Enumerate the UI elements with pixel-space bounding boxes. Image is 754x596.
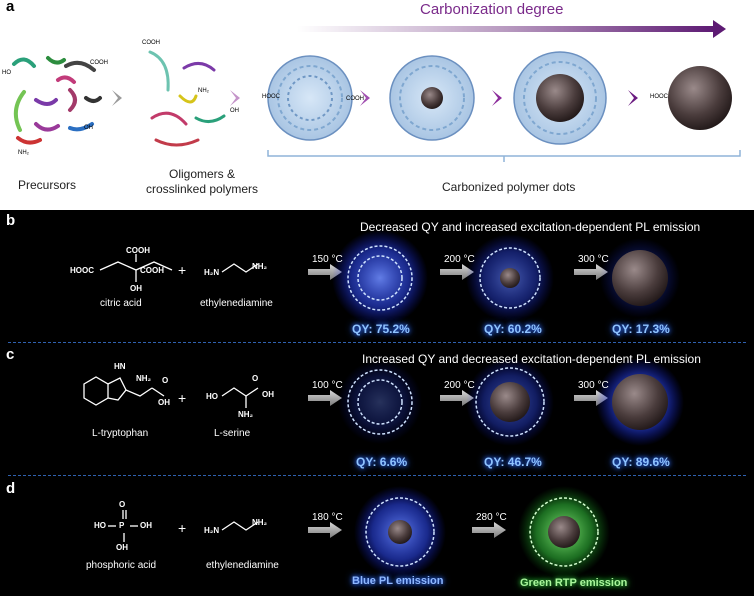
citric-acid-cooh-right: COOH xyxy=(140,266,164,275)
phosphoric-acid-name: phosphoric acid xyxy=(86,560,157,571)
phosphoric-ho: HO xyxy=(94,521,106,530)
phosphoric-oh-right: OH xyxy=(140,521,152,530)
precursor-label-ho: HO xyxy=(2,70,11,76)
tryptophan-oh: OH xyxy=(158,398,170,407)
citric-acid-structure xyxy=(99,254,173,282)
citric-acid-cooh-top: COOH xyxy=(126,246,150,255)
oligomers-label-line2: crosslinked polymers xyxy=(145,182,259,196)
temp-d-1: 180 °C xyxy=(312,512,343,523)
citric-acid-hooc: HOOC xyxy=(70,266,94,275)
citric-acid-name: citric acid xyxy=(100,298,142,309)
chevron-arrow-2 xyxy=(230,90,240,106)
eda-d-h2n: H₂N xyxy=(204,526,220,535)
precursor-label-nh2: NH₂ xyxy=(18,150,29,156)
polymer-cluster-3 xyxy=(513,51,607,145)
panel-letter-b: b xyxy=(6,212,16,229)
temp-b-2: 200 °C xyxy=(444,254,475,265)
dot-d-blue xyxy=(354,486,446,578)
oligomer-label-cooh: COOH xyxy=(142,40,160,46)
phosphoric-acid-structure xyxy=(108,510,138,542)
eda-b-nh2: NH₂ xyxy=(252,262,268,271)
serine-o: O xyxy=(252,374,259,383)
dot-c-3 xyxy=(596,358,684,446)
plus-sign-b: + xyxy=(178,262,187,278)
dot-b-2 xyxy=(466,234,554,322)
temp-b-1: 150 °C xyxy=(312,254,343,265)
ethylenediamine-structure-d xyxy=(221,521,259,531)
plus-sign-d: + xyxy=(178,520,187,536)
phosphoric-p: P xyxy=(119,521,125,530)
panel-c-title: Increased QY and decreased excitation-de… xyxy=(362,352,701,366)
precursor-label-oh: OH xyxy=(84,125,93,131)
panel-b-title: Decreased QY and increased excitation-de… xyxy=(360,220,701,234)
chevron-arrow-1 xyxy=(112,90,122,106)
oligomer-chains xyxy=(148,50,226,147)
tryptophan-name: L-tryptophan xyxy=(92,428,149,439)
panel-letter-d: d xyxy=(6,480,16,497)
carbonization-degree-label: Carbonization degree xyxy=(420,1,564,18)
qy-b-2: QY: 60.2% xyxy=(484,322,542,336)
tryptophan-hn: HN xyxy=(114,362,126,371)
polymer-cluster-2 xyxy=(389,55,475,141)
carbonized-dots-label: Carbonized polymer dots xyxy=(442,180,576,194)
plus-sign-c: + xyxy=(178,390,187,406)
chevron-arrow-5 xyxy=(628,90,638,106)
qy-b-3: QY: 17.3% xyxy=(612,322,670,336)
panel-letter-c: c xyxy=(6,346,15,363)
oligomer-label-nh2: NH₂ xyxy=(198,88,209,94)
cluster-label-cooh: COOH xyxy=(346,96,364,102)
temp-c-2: 200 °C xyxy=(444,380,475,391)
serine-ho: HO xyxy=(206,392,218,401)
carbon-dot-core xyxy=(668,66,732,130)
dot-d-green xyxy=(518,486,610,578)
green-rtp-label: Green RTP emission xyxy=(520,577,628,589)
dot-c-2 xyxy=(466,358,554,446)
precursor-label-cooh: COOH xyxy=(90,60,108,66)
blue-pl-label: Blue PL emission xyxy=(352,575,444,587)
tryptophan-structure xyxy=(83,376,165,406)
oligomer-label-oh: OH xyxy=(230,108,239,114)
dot-b-1 xyxy=(332,230,428,326)
citric-acid-oh: OH xyxy=(130,284,142,293)
phosphoric-oh-bottom: OH xyxy=(116,543,128,552)
heat-arrows-d xyxy=(308,522,506,538)
chevron-arrow-3 xyxy=(360,90,370,106)
carbonization-arrow xyxy=(297,20,726,38)
eda-b-h2n: H₂N xyxy=(204,268,220,277)
temp-c-1: 100 °C xyxy=(312,380,343,391)
serine-nh2: NH₂ xyxy=(238,410,254,419)
ethylenediamine-name-b: ethylenediamine xyxy=(200,298,273,309)
panel-letter-a: a xyxy=(6,0,15,15)
serine-structure xyxy=(221,387,259,408)
carbonized-bracket xyxy=(267,150,741,162)
qy-c-3: QY: 89.6% xyxy=(612,455,670,469)
phosphoric-o: O xyxy=(119,500,126,509)
qy-b-1: QY: 75.2% xyxy=(352,322,410,336)
precursors-label: Precursors xyxy=(18,178,77,192)
temp-c-3: 300 °C xyxy=(578,380,609,391)
polymer-cluster-1 xyxy=(267,55,353,141)
serine-oh: OH xyxy=(262,390,274,399)
eda-d-nh2: NH₂ xyxy=(252,518,268,527)
qy-c-1: QY: 6.6% xyxy=(356,455,408,469)
tryptophan-nh2: NH₂ xyxy=(136,374,152,383)
oligomers-label-line1: Oligomers & xyxy=(168,167,236,181)
ethylenediamine-structure-b xyxy=(221,263,259,273)
chevron-arrow-4 xyxy=(492,90,502,106)
temp-b-3: 300 °C xyxy=(578,254,609,265)
dot-b-3 xyxy=(600,238,680,318)
tryptophan-o: O xyxy=(162,376,169,385)
temp-d-2: 280 °C xyxy=(476,512,507,523)
cluster-label-hooc: HOOC xyxy=(262,94,280,100)
separator-bc xyxy=(8,342,746,343)
dot-c-1 xyxy=(338,360,422,444)
dot-label-hooc: HOOC xyxy=(650,94,668,100)
ethylenediamine-name-d: ethylenediamine xyxy=(206,560,279,571)
qy-c-2: QY: 46.7% xyxy=(484,455,542,469)
serine-name: L-serine xyxy=(214,428,251,439)
separator-cd xyxy=(8,475,746,476)
precursor-molecules xyxy=(12,56,102,145)
